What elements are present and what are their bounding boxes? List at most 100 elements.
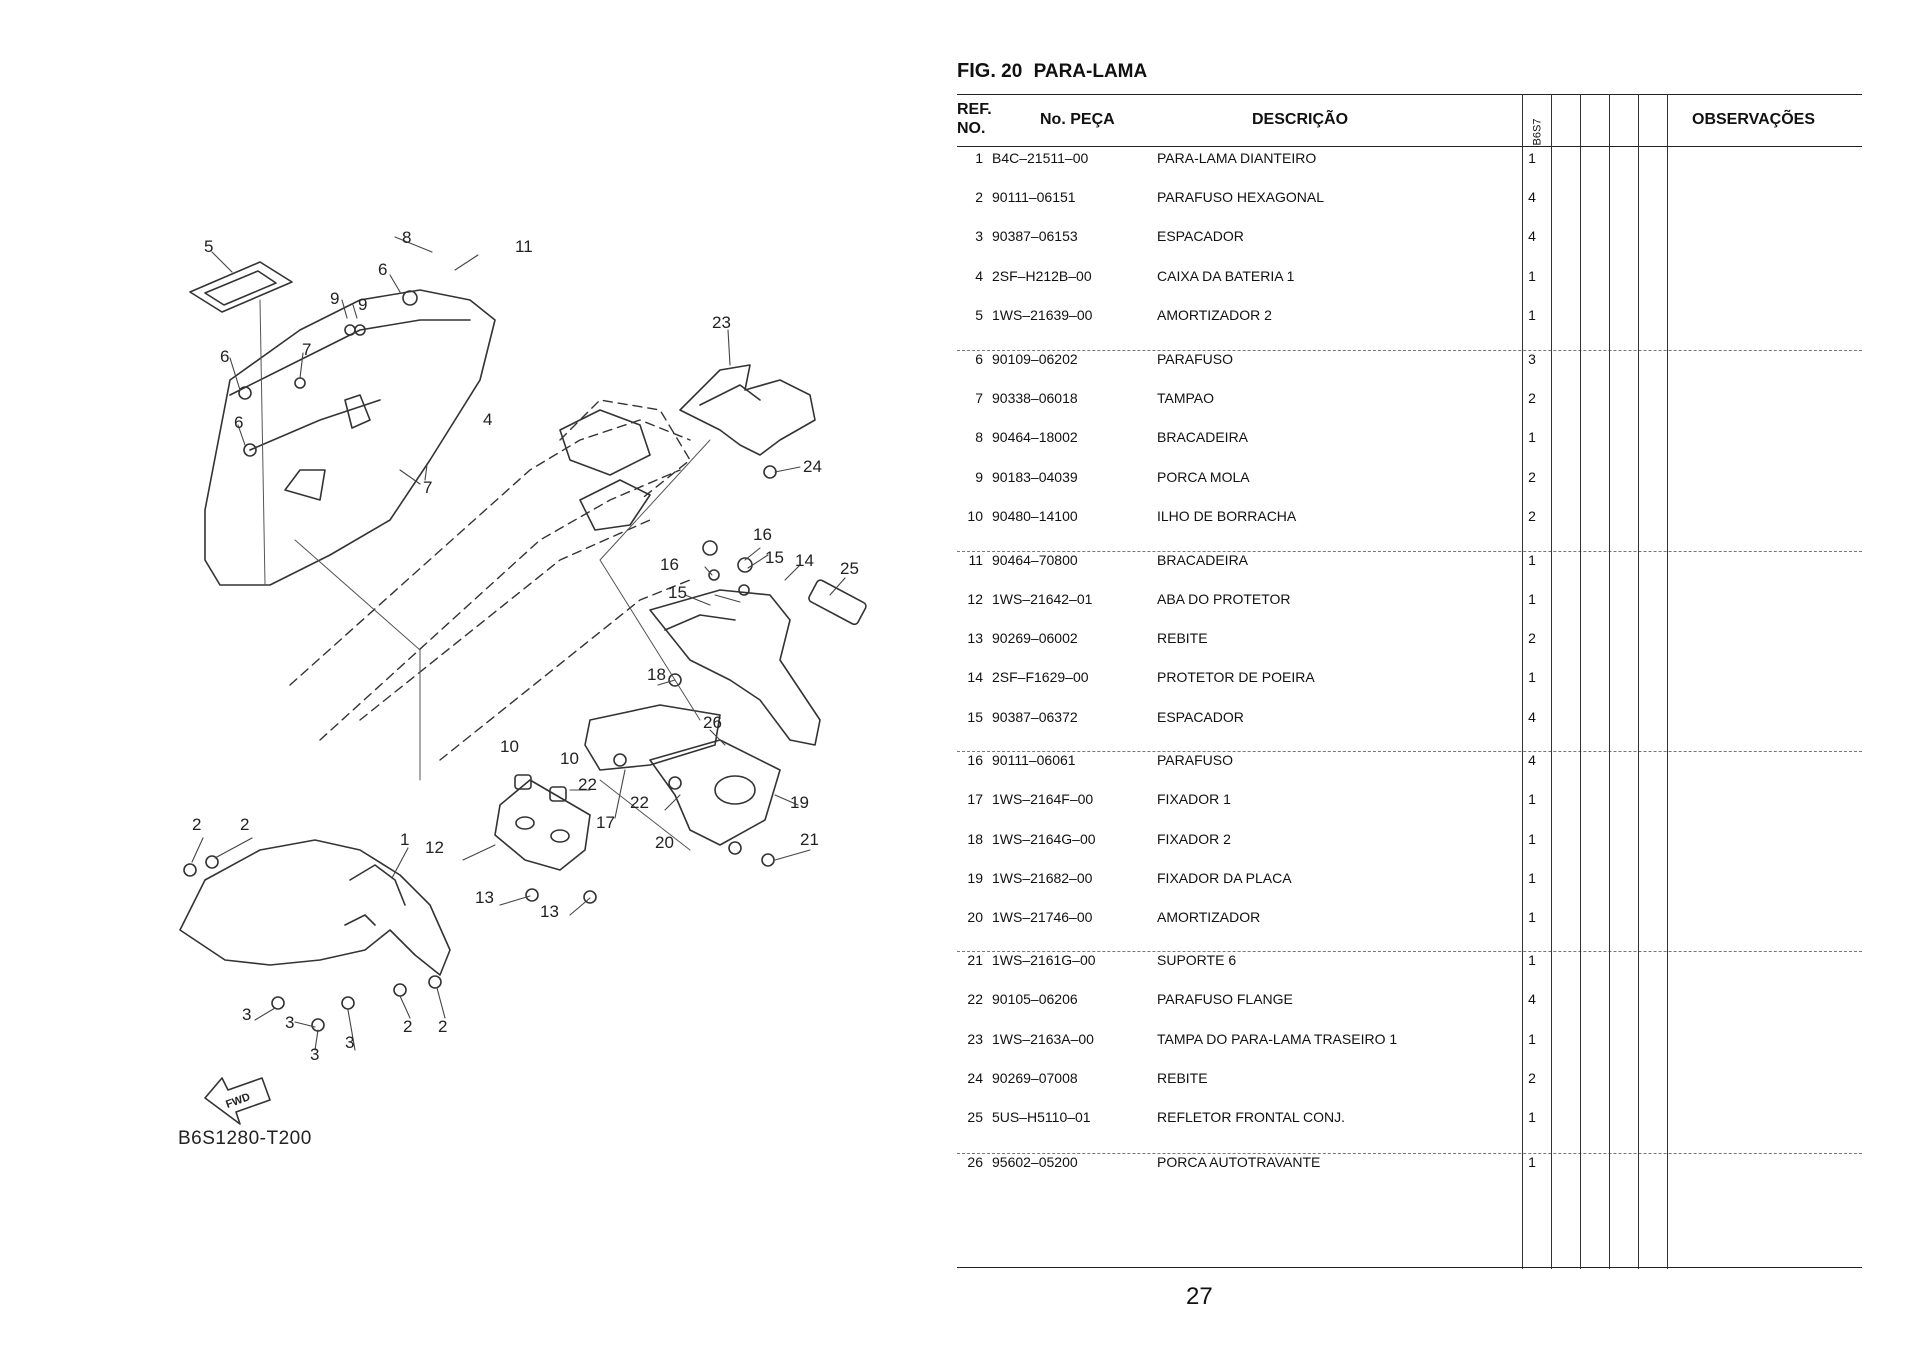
- quantity: 1: [1528, 1109, 1536, 1125]
- part-description: REFLETOR FRONTAL CONJ.: [1157, 1109, 1345, 1125]
- callout: 2: [403, 1017, 412, 1036]
- quantity: 1: [1528, 591, 1536, 607]
- quantity: 4: [1528, 228, 1536, 244]
- part-number: 1WS–21746–00: [992, 909, 1093, 925]
- ref-number: 16: [967, 752, 983, 768]
- part-description: AMORTIZADOR 2: [1157, 307, 1272, 323]
- part-description: ABA DO PROTETOR: [1157, 591, 1291, 607]
- ref-number: 10: [967, 508, 983, 524]
- part-number: 1WS–21642–01: [992, 591, 1093, 607]
- callout: 25: [840, 559, 859, 578]
- part-description: SUPORTE 6: [1157, 952, 1237, 968]
- part-description: PARAFUSO HEXAGONAL: [1157, 189, 1325, 205]
- part-number: 1WS–21682–00: [992, 870, 1093, 886]
- quantity: 1: [1528, 1154, 1536, 1170]
- quantity: 4: [1528, 189, 1536, 205]
- ref-number: 21: [967, 952, 983, 968]
- ref-number: 13: [967, 630, 983, 646]
- ref-number: 23: [967, 1031, 983, 1047]
- header-ref-line2: NO.: [957, 120, 986, 137]
- quantity: 4: [1528, 752, 1536, 768]
- callout: 21: [800, 830, 819, 849]
- callout: 12: [425, 838, 444, 857]
- callout: 7: [423, 478, 432, 497]
- ref-number: 18: [967, 831, 983, 847]
- part-number: 1WS–2164F–00: [992, 791, 1094, 807]
- callout: 13: [540, 902, 559, 921]
- callout: 6: [234, 413, 243, 432]
- part-number: 5US–H5110–01: [992, 1109, 1091, 1125]
- quantity: 1: [1528, 552, 1536, 568]
- figure-prefix: FIG.: [957, 60, 996, 82]
- callout: 6: [220, 347, 229, 366]
- ref-number: 2: [975, 189, 983, 205]
- callout: 11: [515, 237, 533, 256]
- column-rule: [1551, 94, 1552, 1269]
- part-description: PARAFUSO: [1157, 752, 1233, 768]
- quantity: 2: [1528, 390, 1536, 406]
- part-description: REBITE: [1157, 1070, 1208, 1086]
- rear-fender-cover: [679, 364, 816, 456]
- figure-name: PARA-LAMA: [1033, 61, 1148, 82]
- ref-number: 17: [967, 791, 983, 807]
- parts-table: REF. NO. No. PEÇA DESCRIÇÃO B6S7 OBSERVA…: [957, 94, 1862, 1269]
- part-description: FIXADOR DA PLACA: [1157, 870, 1292, 886]
- figure-title: FIG. 20 PARA-LAMA: [957, 60, 1147, 83]
- callout: 1: [400, 830, 409, 849]
- quantity: 1: [1528, 952, 1536, 968]
- part-number: 90464–70800: [992, 552, 1078, 568]
- quantity: 1: [1528, 831, 1536, 847]
- quantity: 4: [1528, 709, 1536, 725]
- callout: 16: [660, 555, 679, 574]
- callout: 24: [803, 457, 822, 476]
- callout: 5: [204, 237, 213, 256]
- ref-number: 14: [967, 669, 983, 685]
- callout: 3: [285, 1013, 294, 1032]
- front-fender: [179, 839, 451, 976]
- ref-number: 9: [975, 469, 983, 485]
- callout: 13: [475, 888, 494, 907]
- header-ref-line1: REF.: [957, 101, 992, 118]
- part-number: 1WS–2164G–00: [992, 831, 1096, 847]
- ref-number: 26: [967, 1154, 983, 1170]
- mud-flap: [494, 779, 591, 871]
- table-top-rule: [957, 94, 1862, 95]
- quantity: 1: [1528, 870, 1536, 886]
- part-number: 95602–05200: [992, 1154, 1078, 1170]
- ref-number: 5: [975, 307, 983, 323]
- part-number: 90183–04039: [992, 469, 1078, 485]
- battery-box: [204, 289, 496, 586]
- part-description: BRACADEIRA: [1157, 429, 1249, 445]
- subframe-outline: [289, 399, 691, 761]
- part-number: 90387–06372: [992, 709, 1078, 725]
- part-number: 1WS–21639–00: [992, 307, 1093, 323]
- part-number: 90111–06061: [992, 752, 1076, 768]
- part-number: 90105–06206: [992, 991, 1078, 1007]
- ref-number: 22: [967, 991, 983, 1007]
- header-part-no: No. PEÇA: [1040, 111, 1115, 128]
- ref-number: 25: [967, 1109, 983, 1125]
- callout: 23: [712, 313, 731, 332]
- quantity: 3: [1528, 351, 1536, 367]
- quantity: 1: [1528, 307, 1536, 323]
- column-rule: [1667, 94, 1668, 1269]
- quantity: 1: [1528, 429, 1536, 445]
- callout: 15: [765, 548, 784, 567]
- quantity: 1: [1528, 150, 1536, 166]
- part-description: AMORTIZADOR: [1157, 909, 1261, 925]
- group-separator: [957, 1153, 1862, 1154]
- column-rule: [1638, 94, 1639, 1269]
- ref-number: 6: [975, 351, 983, 367]
- column-rule: [1580, 94, 1581, 1269]
- part-number: 1WS–2163A–00: [992, 1031, 1094, 1047]
